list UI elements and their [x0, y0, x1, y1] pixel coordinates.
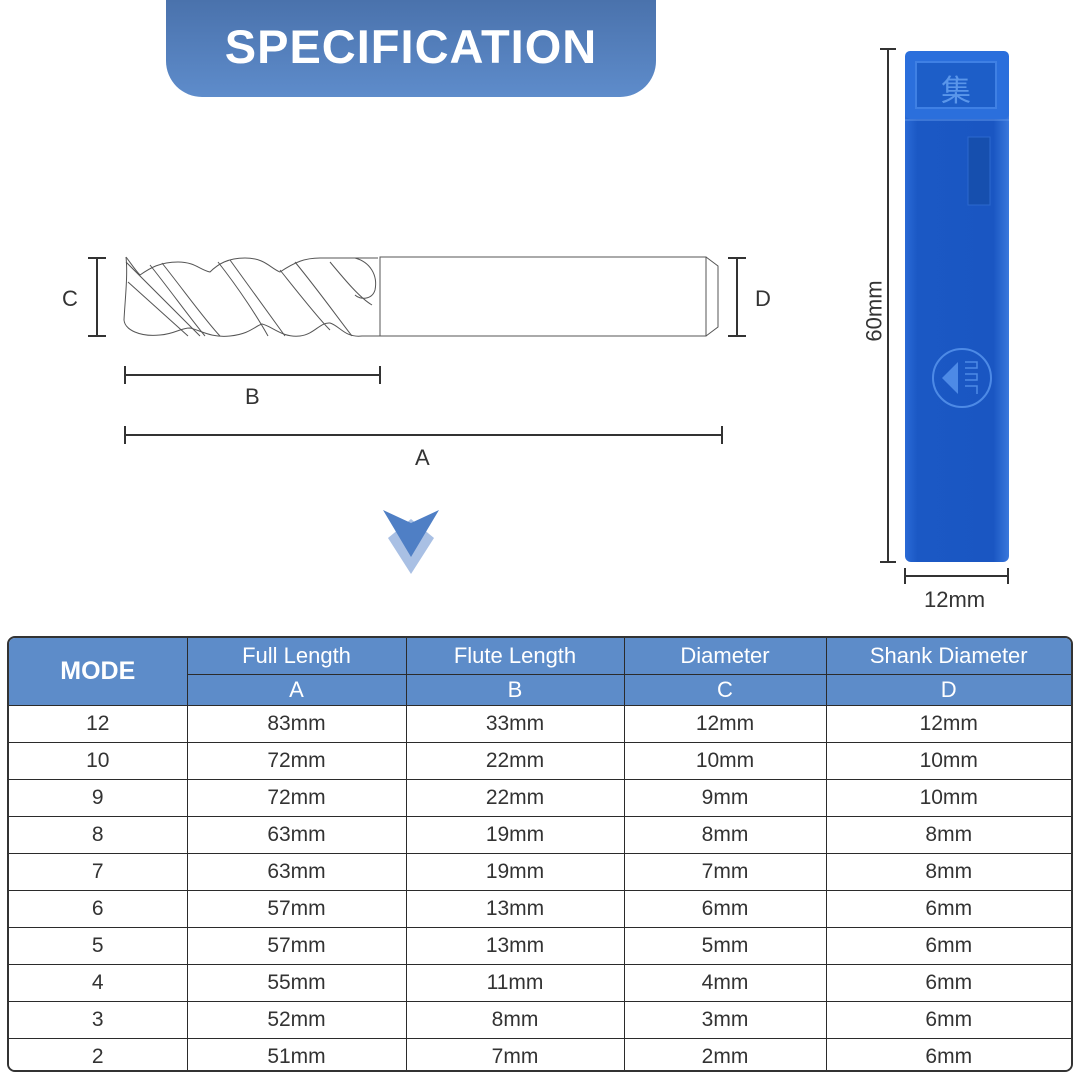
- title-banner: SPECIFICATION: [166, 0, 656, 97]
- cell-shank-diameter: 6mm: [825, 927, 1071, 965]
- table-row: 8 63mm 19mm 8mm 8mm: [9, 816, 1071, 854]
- cell-diameter: 10mm: [623, 742, 827, 780]
- cell-full-length: 57mm: [186, 927, 407, 965]
- cell-shank-diameter: 6mm: [825, 1001, 1071, 1039]
- cell-mode: 12: [9, 705, 188, 743]
- cell-diameter: 5mm: [623, 927, 827, 965]
- case-width-label: 12mm: [924, 587, 986, 612]
- cell-full-length: 51mm: [186, 1038, 407, 1070]
- cell-mode: 4: [9, 964, 188, 1002]
- cell-diameter: 2mm: [623, 1038, 827, 1070]
- cell-full-length: 72mm: [186, 779, 407, 817]
- table-row: 2 51mm 7mm 2mm 6mm: [9, 1038, 1071, 1070]
- cell-diameter: 6mm: [623, 890, 827, 928]
- page-title: SPECIFICATION: [224, 20, 598, 73]
- table-row: 6 57mm 13mm 6mm 6mm: [9, 890, 1071, 928]
- cell-diameter: 12mm: [623, 705, 827, 743]
- cell-shank-diameter: 10mm: [825, 742, 1071, 780]
- table-row: 12 83mm 33mm 12mm 12mm: [9, 705, 1071, 743]
- dimension-label-c: C: [62, 286, 78, 311]
- cell-mode: 5: [9, 927, 188, 965]
- cell-flute-length: 22mm: [405, 779, 625, 817]
- header-code-d: D: [825, 674, 1071, 706]
- cell-full-length: 63mm: [186, 853, 407, 891]
- header-shank-diameter: Shank Diameter: [825, 638, 1071, 675]
- dimension-label-d: D: [755, 286, 771, 311]
- cell-flute-length: 11mm: [405, 964, 625, 1002]
- header-full-length: Full Length: [186, 638, 407, 675]
- cell-full-length: 72mm: [186, 742, 407, 780]
- cell-diameter: 9mm: [623, 779, 827, 817]
- cell-flute-length: 8mm: [405, 1001, 625, 1039]
- cell-mode: 3: [9, 1001, 188, 1039]
- table-row: 4 55mm 11mm 4mm 6mm: [9, 964, 1071, 1002]
- cell-mode: 8: [9, 816, 188, 854]
- table-row: 10 72mm 22mm 10mm 10mm: [9, 742, 1071, 780]
- case-emblem-char: 集: [941, 74, 971, 109]
- storage-case-figure: 集 60mm 12mm: [850, 40, 1050, 620]
- case-height-label: 60mm: [861, 280, 887, 342]
- cell-flute-length: 13mm: [405, 927, 625, 965]
- cell-full-length: 63mm: [186, 816, 407, 854]
- storage-case: 集: [880, 48, 1009, 584]
- chevron-down-icon: [383, 510, 439, 574]
- cell-flute-length: 19mm: [405, 816, 625, 854]
- cell-diameter: 8mm: [623, 816, 827, 854]
- specification-table: MODE Full Length Flute Length Diameter S…: [7, 636, 1073, 1072]
- end-mill-drawing: [88, 256, 746, 444]
- header-mode: MODE: [9, 638, 188, 706]
- cell-flute-length: 19mm: [405, 853, 625, 891]
- header-flute-length: Flute Length: [405, 638, 625, 675]
- cell-shank-diameter: 6mm: [825, 1038, 1071, 1070]
- cell-shank-diameter: 6mm: [825, 890, 1071, 928]
- table-row: 7 63mm 19mm 7mm 8mm: [9, 853, 1071, 891]
- cell-flute-length: 13mm: [405, 890, 625, 928]
- cell-shank-diameter: 6mm: [825, 964, 1071, 1002]
- cell-mode: 2: [9, 1038, 188, 1070]
- cell-shank-diameter: 12mm: [825, 705, 1071, 743]
- cell-shank-diameter: 10mm: [825, 779, 1071, 817]
- table-row: 5 57mm 13mm 5mm 6mm: [9, 927, 1071, 965]
- cell-mode: 9: [9, 779, 188, 817]
- header-code-c: C: [623, 674, 827, 706]
- cell-mode: 10: [9, 742, 188, 780]
- header-diameter: Diameter: [623, 638, 827, 675]
- dimension-label-b: B: [245, 384, 260, 409]
- cell-diameter: 3mm: [623, 1001, 827, 1039]
- cell-mode: 7: [9, 853, 188, 891]
- cell-diameter: 4mm: [623, 964, 827, 1002]
- cell-full-length: 52mm: [186, 1001, 407, 1039]
- dimension-label-a: A: [415, 445, 430, 470]
- cell-shank-diameter: 8mm: [825, 816, 1071, 854]
- table-row: 3 52mm 8mm 3mm 6mm: [9, 1001, 1071, 1039]
- header-code-a: A: [187, 674, 407, 706]
- cell-mode: 6: [9, 890, 188, 928]
- cell-full-length: 57mm: [186, 890, 407, 928]
- table-row: 9 72mm 22mm 9mm 10mm: [9, 779, 1071, 817]
- cell-full-length: 55mm: [186, 964, 407, 1002]
- cell-shank-diameter: 8mm: [825, 853, 1071, 891]
- cell-diameter: 7mm: [623, 853, 827, 891]
- header-code-b: B: [405, 674, 625, 706]
- cell-flute-length: 22mm: [405, 742, 625, 780]
- cell-flute-length: 7mm: [405, 1038, 625, 1070]
- cell-flute-length: 33mm: [405, 705, 625, 743]
- cell-full-length: 83mm: [186, 705, 407, 743]
